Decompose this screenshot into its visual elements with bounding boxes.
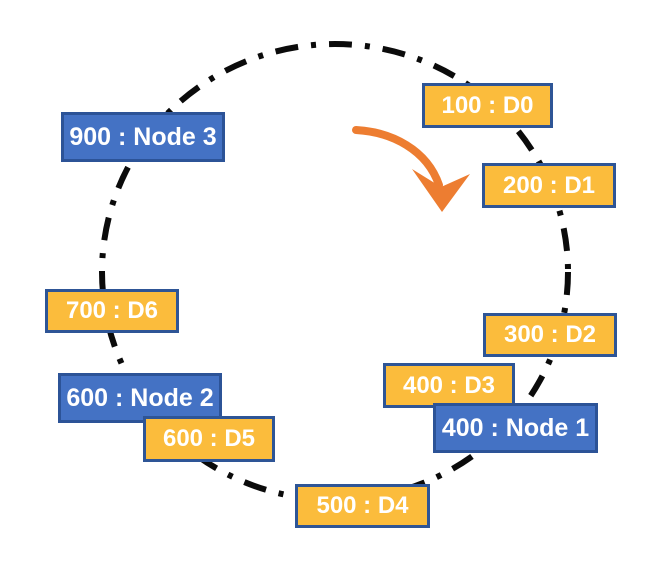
- ring-item-d2: 300 : D2: [483, 313, 617, 357]
- ring-item-node3: 900 : Node 3: [61, 112, 225, 162]
- ring-item-d4: 500 : D4: [295, 484, 430, 528]
- ring-item-d0: 100 : D0: [422, 83, 553, 128]
- ring-item-d6: 700 : D6: [45, 289, 179, 333]
- ring-item-node1: 400 : Node 1: [433, 403, 598, 453]
- ring-item-node2: 600 : Node 2: [58, 373, 222, 423]
- ring-item-d1: 200 : D1: [482, 163, 616, 208]
- ring-item-d3: 400 : D3: [383, 363, 515, 408]
- clockwise-arrow-icon: [352, 126, 470, 212]
- ring-item-d5: 600 : D5: [143, 416, 275, 462]
